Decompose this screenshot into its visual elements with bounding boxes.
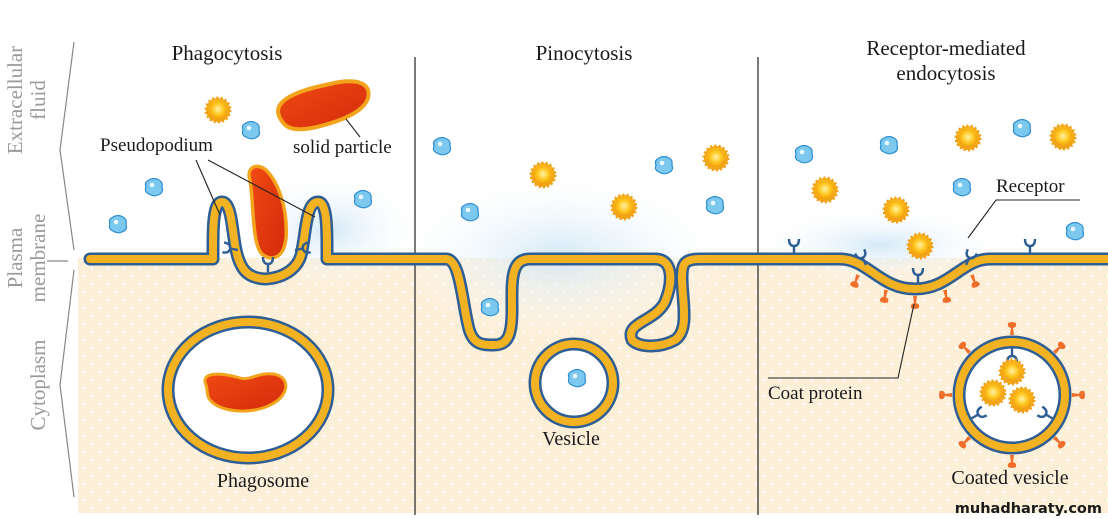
label-solid-particle: solid particle [293, 137, 392, 158]
label-coat-protein: Coat protein [768, 383, 863, 404]
panel-title-receptor-mediated-line1: Receptor-mediated [866, 36, 1026, 60]
svg-text:Extracellular: Extracellular [3, 46, 27, 154]
engulfed-particle [247, 164, 288, 260]
coat-protein-leader [768, 303, 915, 379]
pseudopodium-leader-2 [207, 159, 316, 218]
label-phagosome: Phagosome [217, 470, 309, 492]
panel-title-pinocytosis: Pinocytosis [536, 41, 633, 65]
label-vesicle: Vesicle [542, 428, 600, 450]
receptor-leader [967, 199, 1080, 239]
side-label-plasma-membrane: Plasma membrane [3, 214, 50, 303]
pseudopodium-leader-1 [195, 159, 221, 216]
coated-vesicle [939, 322, 1085, 468]
watermark: muhadharaty.com [955, 501, 1102, 517]
panel-title-receptor-mediated-line2: endocytosis [896, 61, 995, 85]
svg-text:fluid: fluid [26, 80, 50, 120]
solid-particle [276, 79, 371, 132]
side-brackets [47, 41, 75, 498]
label-pseudopodium: Pseudopodium [100, 135, 213, 156]
phagosome [161, 315, 335, 465]
pinocytic-vesicle [528, 337, 620, 429]
side-label-cytoplasm: Cytoplasm [26, 339, 50, 430]
side-label-extracellular: Extracellular fluid [3, 46, 50, 154]
svg-text:membrane: membrane [26, 214, 50, 303]
panel-title-phagocytosis: Phagocytosis [172, 41, 283, 65]
label-coated-vesicle: Coated vesicle [951, 467, 1068, 489]
label-receptor: Receptor [996, 176, 1065, 197]
svg-text:Plasma: Plasma [3, 227, 27, 288]
solid-particle-leader [345, 118, 361, 138]
